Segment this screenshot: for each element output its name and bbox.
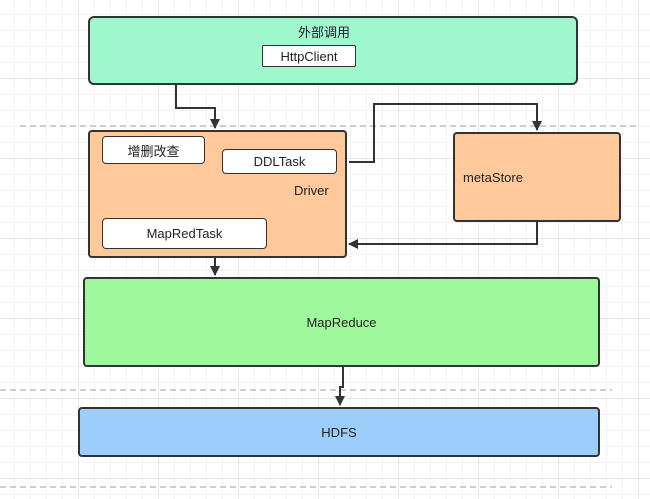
mapreduce-node[interactable]: MapReduce xyxy=(83,277,600,367)
metastore-node[interactable]: metaStore xyxy=(453,132,621,222)
ddltask-box[interactable]: DDLTask xyxy=(222,149,337,174)
external-call-title: 外部调用 xyxy=(298,25,351,40)
hdfs-label: HDFS xyxy=(321,424,357,440)
mapreduce-label: MapReduce xyxy=(306,314,377,330)
arrow-external-to-driver xyxy=(175,85,220,129)
crud-box[interactable]: 增删改查 xyxy=(102,136,205,164)
arrow-driver-to-metastore xyxy=(349,103,542,163)
metastore-label: metaStore xyxy=(463,170,523,185)
mapredtask-box[interactable]: MapRedTask xyxy=(102,218,267,249)
driver-label: Driver xyxy=(294,183,329,198)
httpclient-box[interactable]: HttpClient xyxy=(262,45,356,67)
arrow-mapreduce-to-hdfs xyxy=(335,367,345,406)
hdfs-node[interactable]: HDFS xyxy=(78,407,600,457)
arrow-metastore-to-driver xyxy=(348,222,538,249)
